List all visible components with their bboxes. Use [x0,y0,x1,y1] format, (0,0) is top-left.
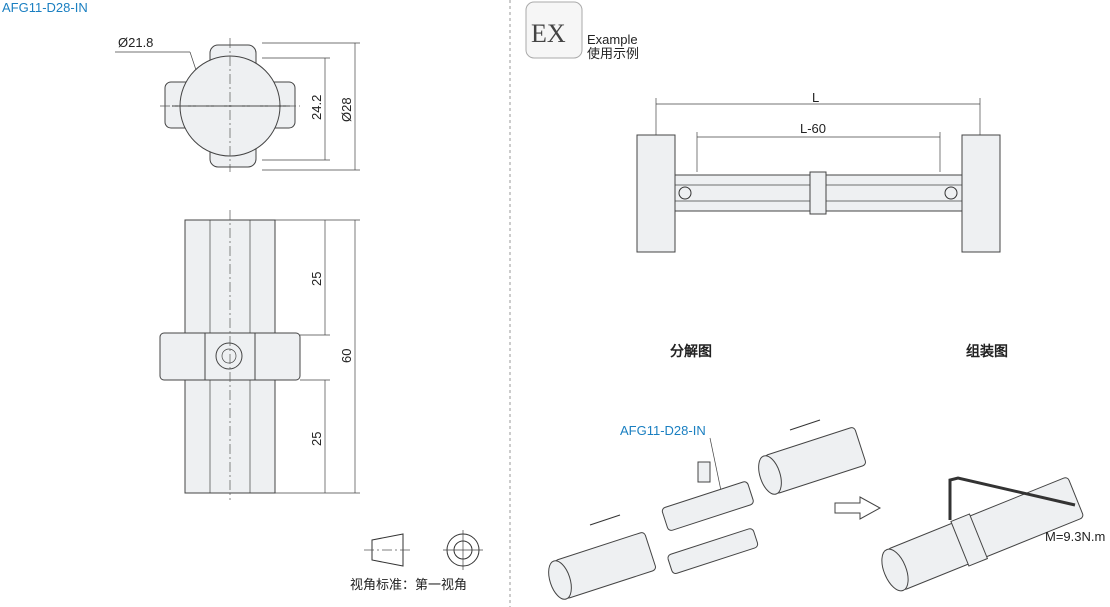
dim-lower-len: 25 [309,432,324,446]
example-assembly: L L-60 [636,90,1001,253]
top-view: Ø21.8 24.2 Ø28 [115,35,360,172]
example-label-en: Example [587,32,638,47]
projection-symbol: 视角标准：第一视角 [350,530,483,592]
dim-total-len: 60 [339,349,354,363]
assembled-view: M=9.3N.m [881,476,1105,592]
dim-L: L [812,90,819,105]
example-badge-text: EX [531,19,566,48]
callout-part-code: AFG11-D28-IN [620,423,706,438]
dim-outer-dia: Ø28 [339,97,354,122]
projection-text: 视角标准：第一视角 [350,577,467,592]
example-badge: EX Example 使用示例 [525,1,639,61]
dim-inner-dia: Ø21.8 [118,35,153,50]
dim-flat: 24.2 [309,95,324,120]
assembled-label: 组装图 [966,343,1008,359]
exploded-view: AFG11-D28-IN [548,419,882,600]
dim-upper-len: 25 [309,272,324,286]
torque-label: M=9.3N.m [1045,529,1105,544]
dim-L60: L-60 [800,121,826,136]
example-label-cn: 使用示例 [587,46,639,61]
exploded-label: 分解图 [670,343,712,359]
part-code-title: AFG11-D28-IN [2,0,88,15]
front-view: 25 25 60 [159,210,360,500]
